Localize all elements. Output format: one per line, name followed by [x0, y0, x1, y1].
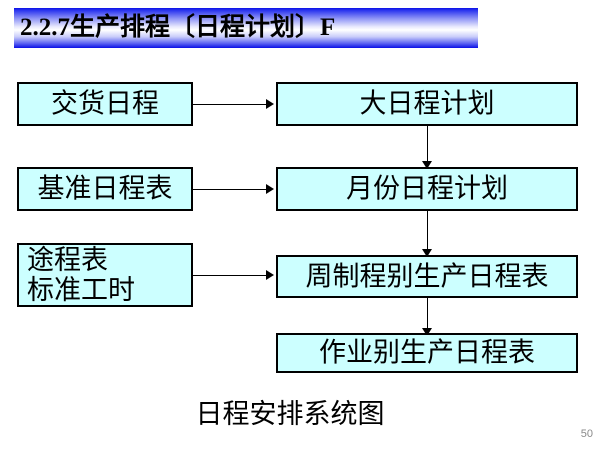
connector-input1-to-stage1: [193, 104, 267, 105]
flow-box-input-1[interactable]: 交货日程: [17, 82, 193, 126]
flow-box-stage-4[interactable]: 作业别生产日程表: [276, 333, 578, 373]
flow-box-input-3-label-line1: 途程表: [27, 244, 108, 275]
flow-box-stage-3-label: 周制程别生产日程表: [305, 260, 549, 291]
flow-box-stage-4-label: 作业别生产日程表: [319, 337, 535, 368]
connector-stage3-to-stage4: [427, 298, 428, 331]
flow-box-input-2[interactable]: 基准日程表: [17, 167, 193, 211]
flow-box-input-3[interactable]: 途程表 标准工时: [17, 243, 193, 307]
page-title: 2.2.7生产排程〔日程计划〕F: [20, 14, 336, 41]
flow-box-input-3-label-line2: 标准工时: [27, 275, 135, 305]
flow-box-stage-3[interactable]: 周制程别生产日程表: [276, 255, 578, 298]
arrowhead-input3-to-stage3: [266, 270, 274, 280]
flow-box-stage-1[interactable]: 大日程计划: [276, 82, 578, 126]
connector-input2-to-stage2: [193, 189, 267, 190]
connector-input3-to-stage3: [193, 275, 267, 276]
page-number: 50: [580, 428, 593, 440]
flow-box-stage-1-label: 大日程计划: [359, 88, 495, 119]
arrowhead-stage1-to-stage2: [422, 161, 432, 169]
arrowhead-input1-to-stage1: [266, 99, 274, 109]
flow-box-stage-2[interactable]: 月份日程计划: [276, 167, 578, 211]
arrowhead-stage3-to-stage4: [422, 328, 432, 336]
diagram-caption: 日程安排系统图: [195, 399, 385, 429]
connector-stage1-to-stage2: [427, 126, 428, 164]
arrowhead-input2-to-stage2: [266, 184, 274, 194]
flow-box-input-1-label: 交货日程: [51, 88, 159, 119]
flow-box-stage-2-label: 月份日程计划: [346, 173, 508, 204]
flow-box-input-2-label: 基准日程表: [37, 173, 173, 204]
arrowhead-stage2-to-stage3: [422, 249, 432, 257]
connector-stage2-to-stage3: [427, 211, 428, 252]
title-banner: [14, 8, 478, 48]
